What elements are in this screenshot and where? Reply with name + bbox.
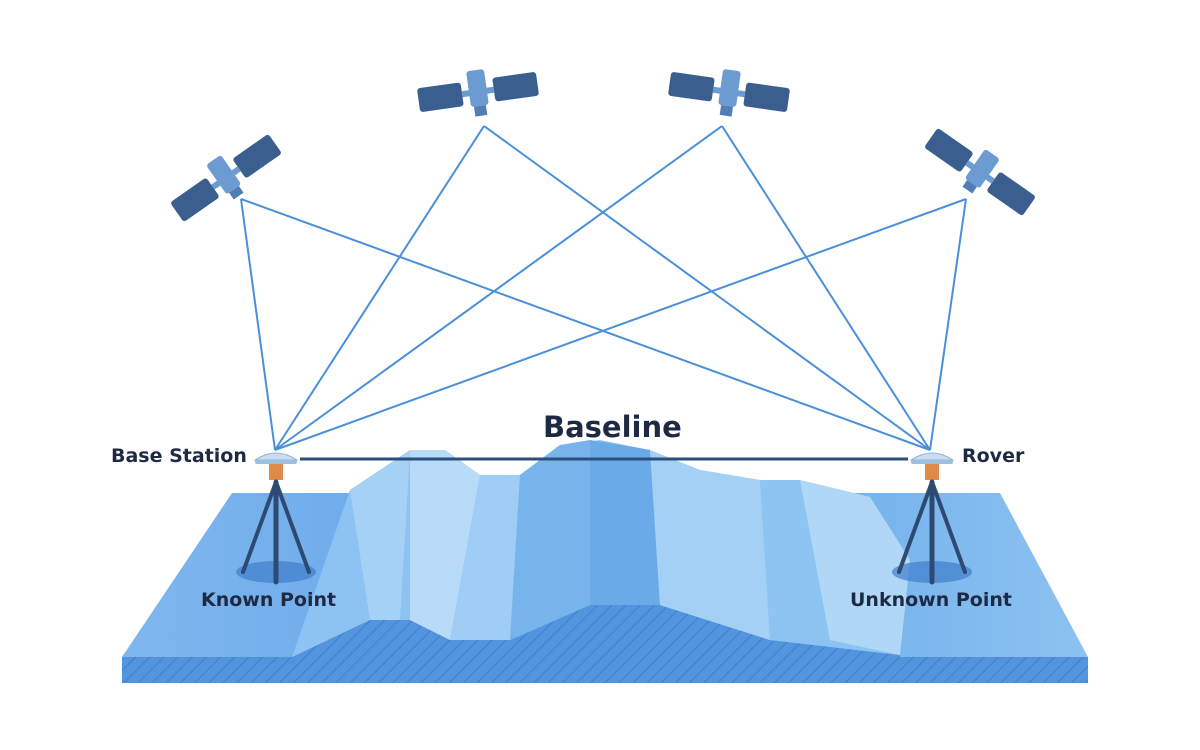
base-station-label: Base Station xyxy=(111,445,247,467)
satellite-icon xyxy=(171,134,281,222)
hill-facet-4 xyxy=(510,440,590,640)
tripod-icon xyxy=(897,479,967,585)
signal-line xyxy=(929,198,967,451)
hill-facet-2 xyxy=(410,450,480,640)
unknown-point-label: Unknown Point xyxy=(850,589,1012,611)
satellite-icon xyxy=(668,69,790,117)
terrain xyxy=(122,440,1088,683)
rover-label: Rover xyxy=(962,445,1025,467)
baseline-label: Baseline xyxy=(543,410,682,444)
signal-lines xyxy=(240,125,967,451)
hill-facet-6 xyxy=(650,450,770,640)
signal-line xyxy=(240,198,931,451)
hill-section xyxy=(292,605,900,657)
hill-facet-8 xyxy=(800,480,910,655)
hill-facet-5 xyxy=(590,440,660,605)
known-point-label: Known Point xyxy=(201,589,337,611)
tripod-icon xyxy=(241,479,311,585)
hill-facet-7 xyxy=(760,480,830,640)
signal-line xyxy=(240,198,276,451)
signal-line xyxy=(721,125,931,451)
gnss-antenna-icon xyxy=(909,452,955,464)
signal-line xyxy=(483,125,931,451)
hill-facet-3 xyxy=(450,475,520,640)
satellite-icon xyxy=(417,69,539,117)
signal-line xyxy=(274,198,967,451)
hill-facet-1 xyxy=(350,450,410,620)
base-station xyxy=(236,452,316,585)
signal-line xyxy=(274,125,485,451)
gnss-antenna-icon xyxy=(253,452,299,464)
terrain-front-face xyxy=(122,657,1088,683)
rover-station xyxy=(892,452,972,585)
receiver xyxy=(925,464,939,480)
satellite-icon xyxy=(925,128,1035,216)
signal-line xyxy=(274,125,723,451)
receiver xyxy=(269,464,283,480)
